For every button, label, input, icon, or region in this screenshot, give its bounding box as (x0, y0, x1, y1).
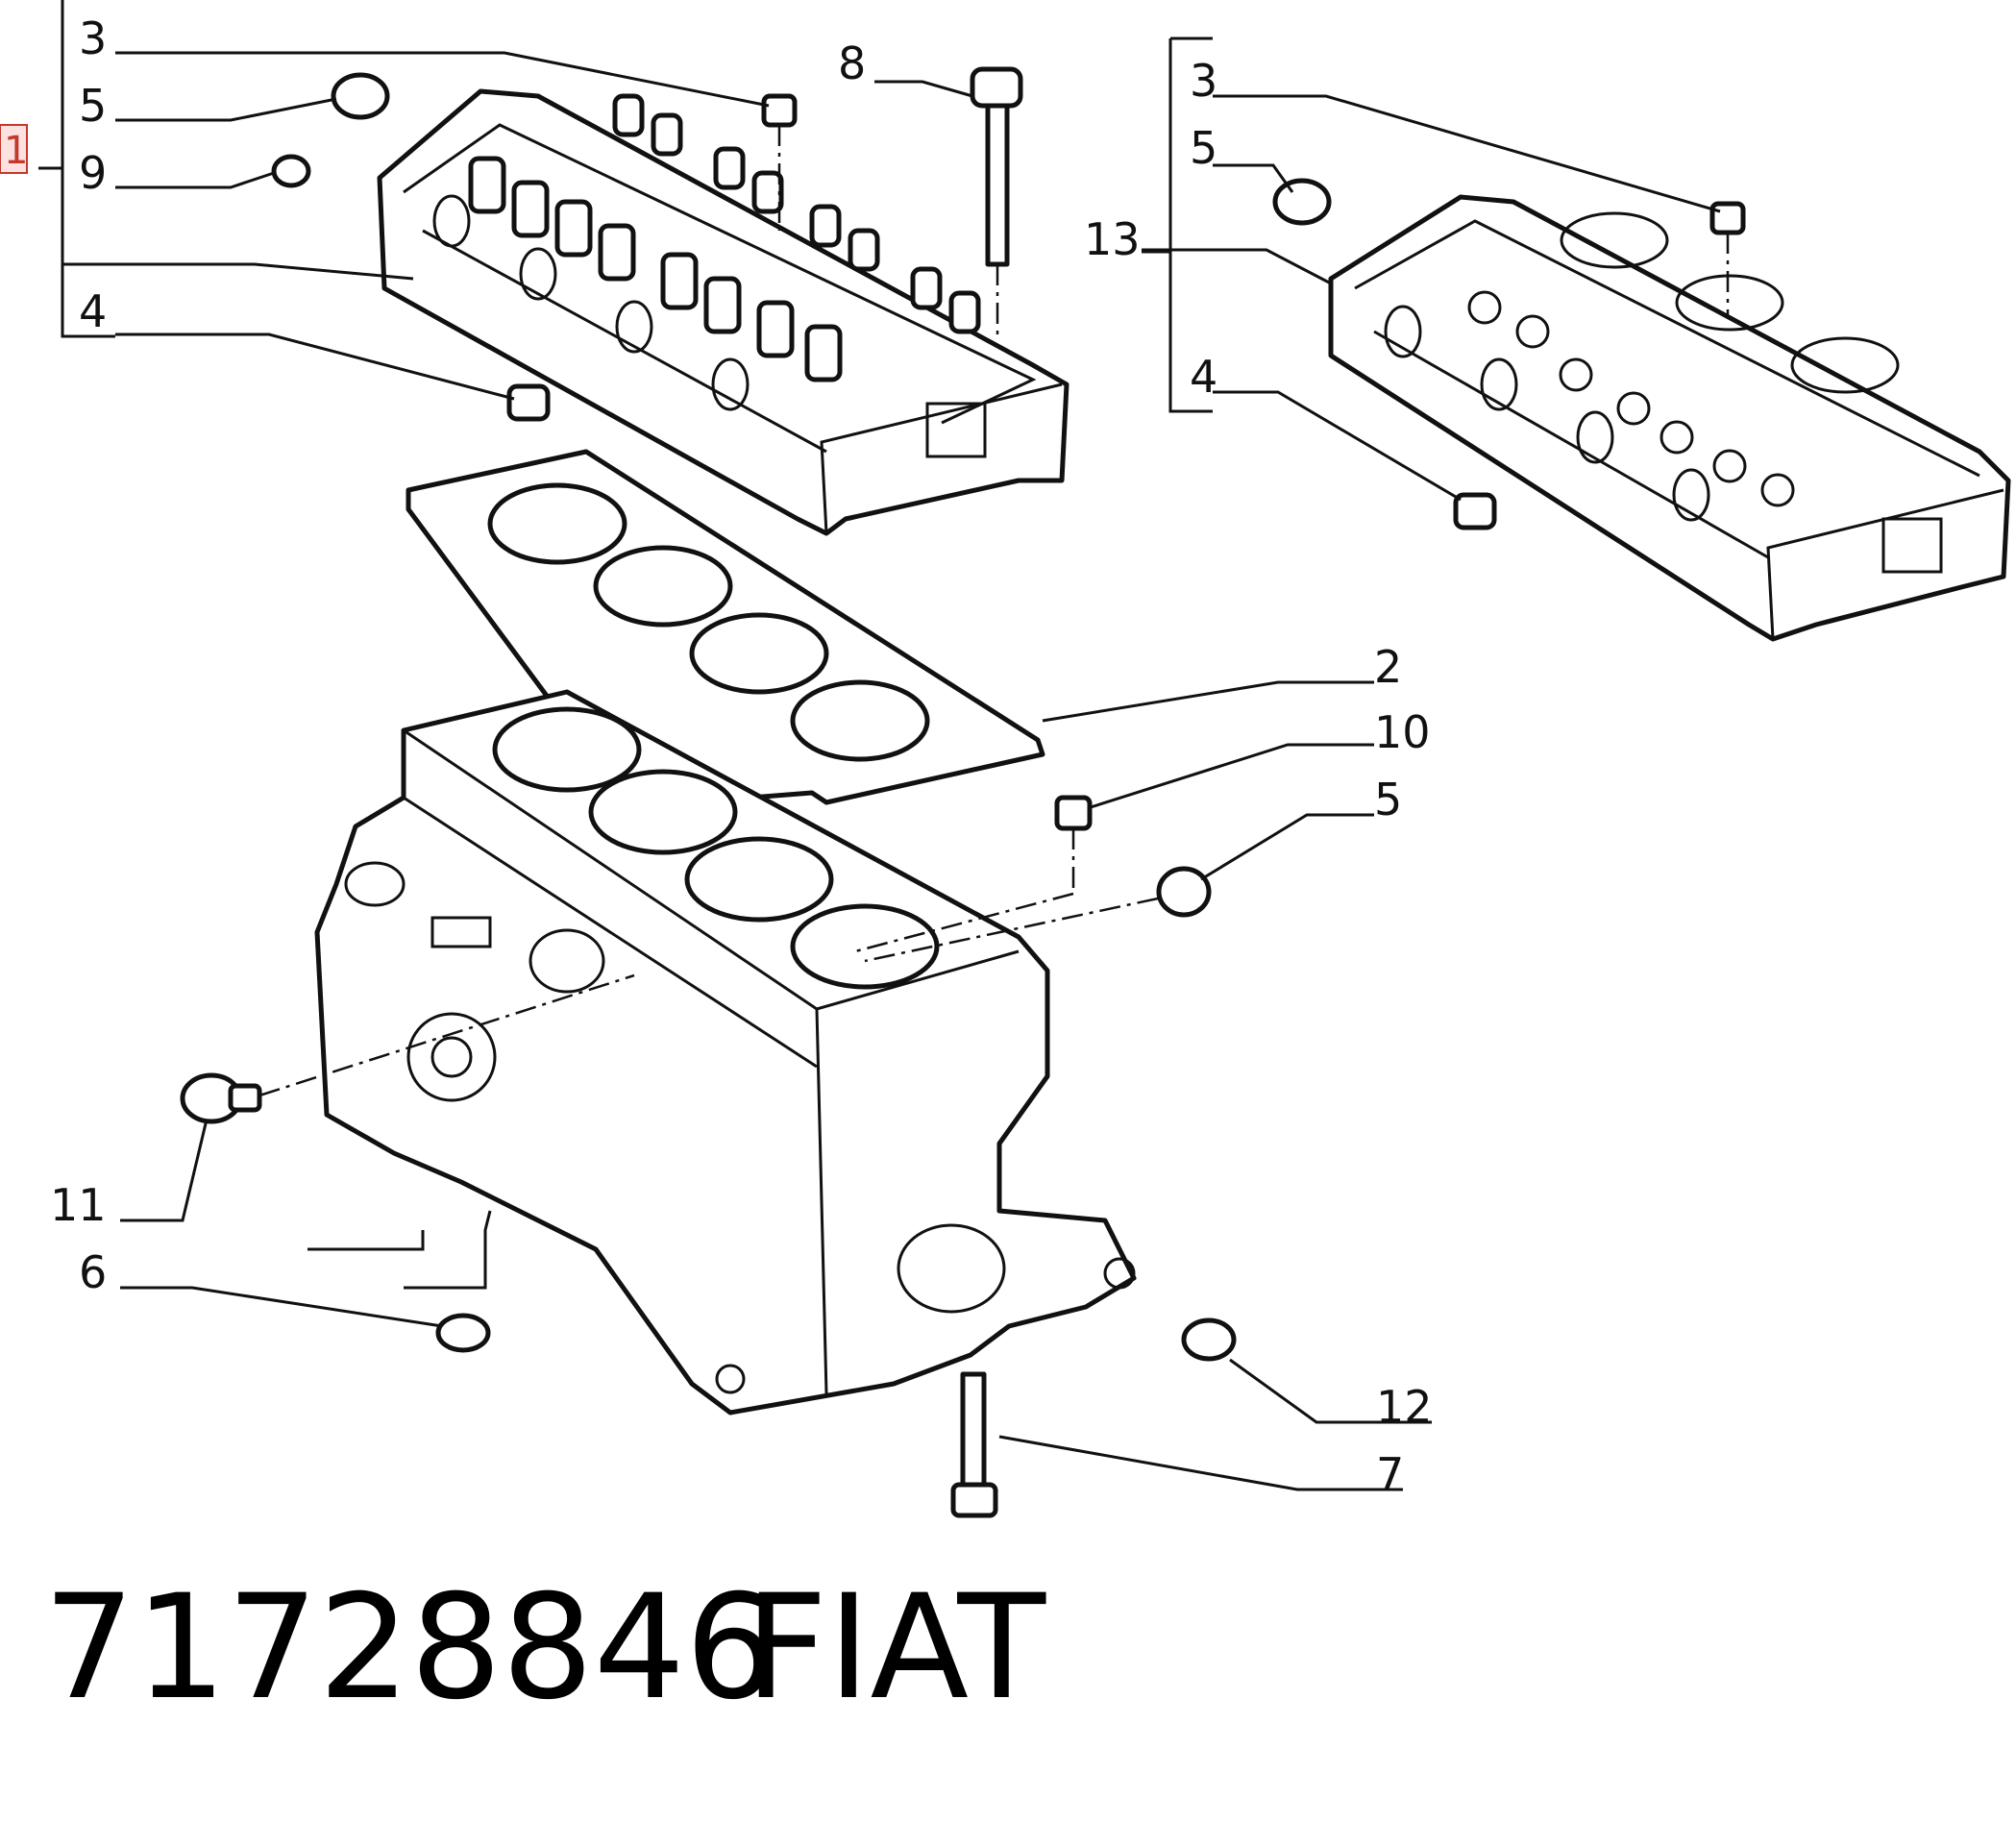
callout-5c[interactable]: 5 (1374, 774, 1402, 825)
plug-4b (1453, 492, 1497, 530)
plug-9 (271, 154, 311, 188)
plug-5a (331, 72, 390, 120)
leader-lines (38, 0, 1721, 1491)
callout-12[interactable]: 12 (1376, 1381, 1433, 1433)
callout-6[interactable]: 6 (79, 1246, 107, 1298)
callout-11[interactable]: 11 (50, 1179, 107, 1231)
callout-13[interactable]: 13 (1084, 213, 1141, 265)
callout-7[interactable]: 7 (1376, 1448, 1404, 1500)
callout-10[interactable]: 10 (1374, 706, 1431, 758)
callout-1-highlight (0, 124, 28, 174)
brand-name: FIAT (745, 1564, 1046, 1732)
cylinder-head-bare (1328, 194, 2011, 642)
dowel-10 (854, 795, 1093, 953)
callout-1[interactable]: 1 (4, 129, 28, 173)
callout-2[interactable]: 2 (1374, 641, 1402, 693)
callout-3b[interactable]: 3 (1190, 55, 1217, 107)
callout-5b[interactable]: 5 (1190, 122, 1217, 174)
plug-3b (1709, 201, 1746, 317)
plug-11 (180, 973, 635, 1124)
callout-3a[interactable]: 3 (79, 12, 107, 64)
callouts: 1 3 5 9 4 8 3 5 13 4 2 10 5 11 6 12 7 (0, 12, 1433, 1500)
plug-5b (1272, 178, 1332, 226)
callout-4a[interactable]: 4 (79, 285, 107, 337)
engine-block (314, 689, 1137, 1416)
callout-4b[interactable]: 4 (1190, 351, 1217, 403)
plug-3a (761, 93, 798, 231)
callout-5a[interactable]: 5 (79, 80, 107, 132)
bushing-12 (1181, 1317, 1237, 1362)
head-bolt-8 (970, 66, 1023, 336)
callout-8[interactable]: 8 (838, 37, 866, 89)
bolt-7 (950, 1371, 998, 1518)
callout-9[interactable]: 9 (79, 147, 107, 199)
plug-6 (435, 1313, 491, 1353)
plug-4a (506, 383, 551, 422)
plug-5c (864, 866, 1212, 963)
cylinder-head-assembly (377, 88, 1069, 536)
valve-springs (468, 93, 981, 382)
part-number: 71728846 (43, 1564, 777, 1732)
